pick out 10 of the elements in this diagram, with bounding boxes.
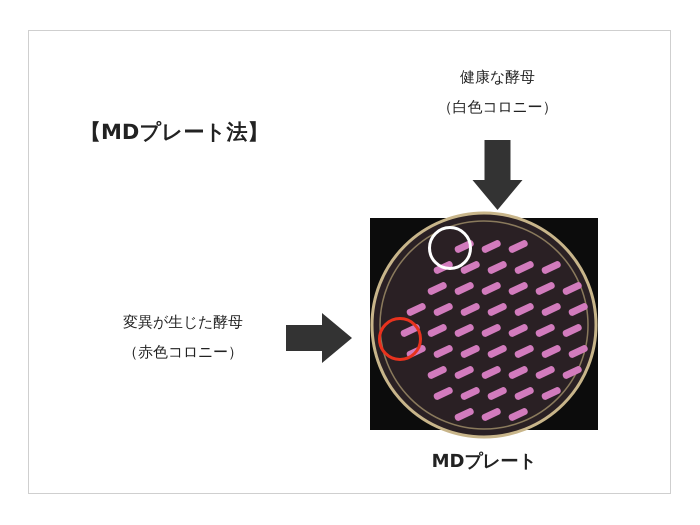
node-label: MDプレート bbox=[430, 450, 538, 474]
node-label: 変異が生じた酵母 bbox=[123, 313, 243, 332]
highlight-circle bbox=[378, 317, 422, 361]
title: 【MDプレート法】 bbox=[80, 119, 268, 146]
arrow bbox=[286, 313, 352, 363]
arrow bbox=[472, 140, 522, 210]
node-label: （白色コロニー） bbox=[438, 98, 558, 117]
highlight-circle bbox=[428, 226, 472, 270]
node-label: （赤色コロニー） bbox=[123, 342, 243, 362]
node-label: 健康な酵母 bbox=[460, 68, 535, 88]
